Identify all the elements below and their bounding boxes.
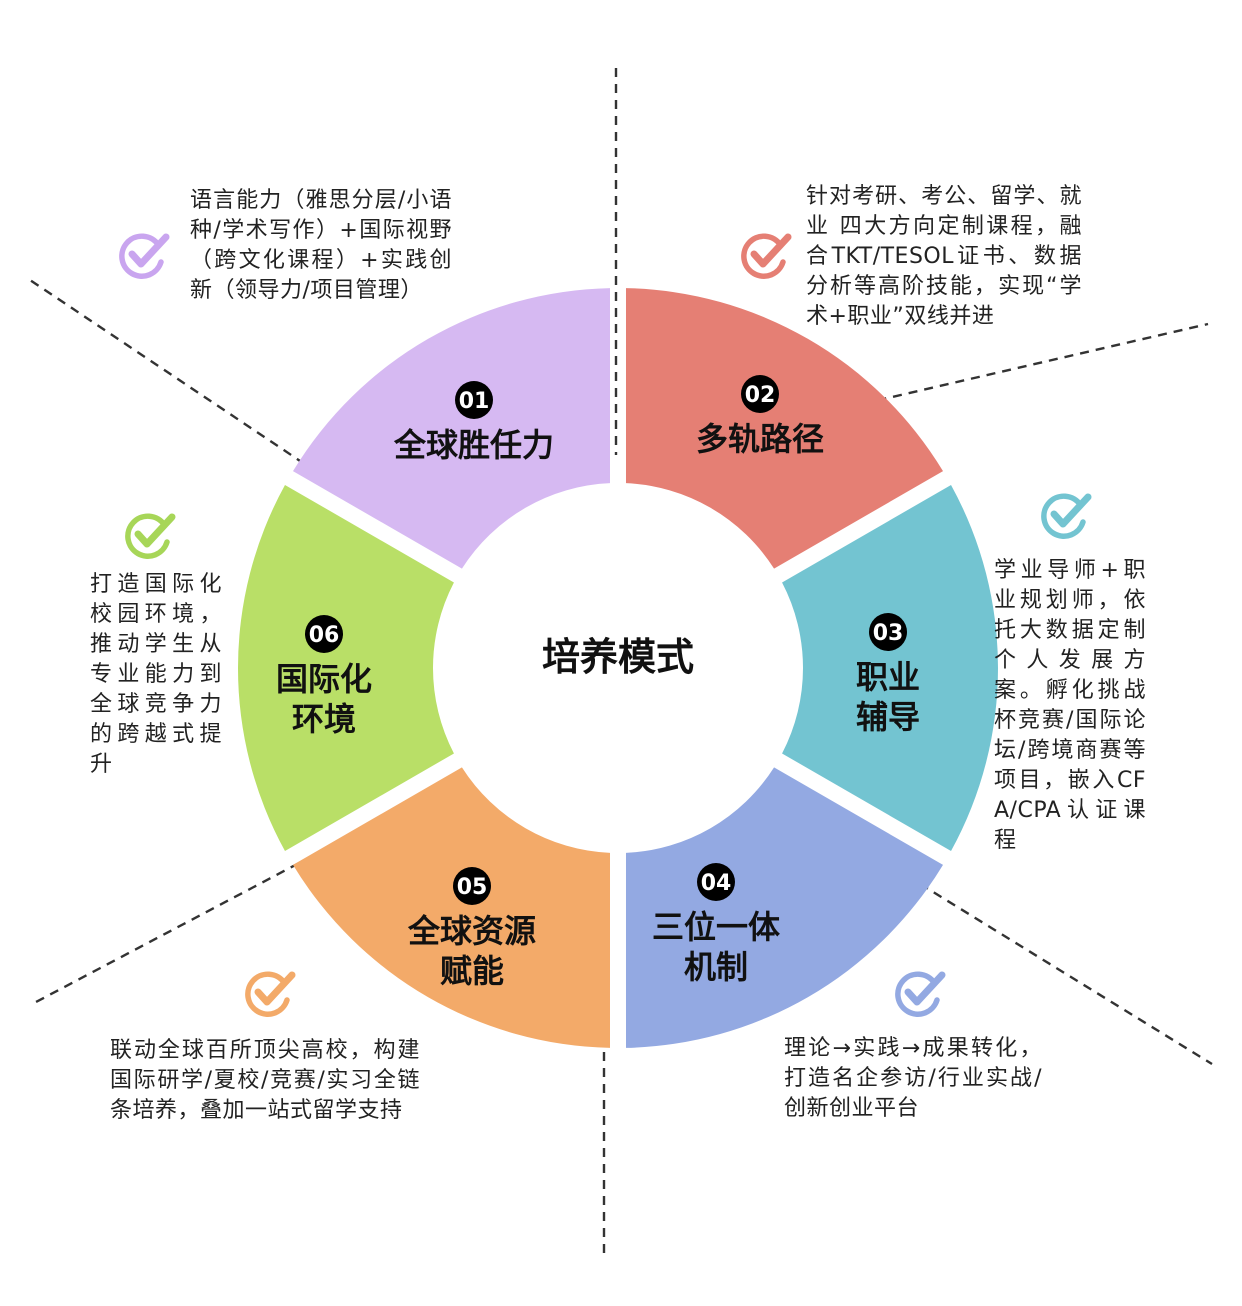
center-title: 培养模式: [542, 635, 694, 679]
check-icon: [1041, 493, 1092, 539]
description-04: 理论→实践→成果转化，打造名企参访/行业实战/创新创业平台: [784, 1036, 1042, 1121]
check-mark: [904, 971, 946, 1006]
check-mark: [128, 233, 170, 268]
description-06: 打造国际化校园环境，推动学生从专业能力到全球竞争力的跨越式提升: [90, 572, 222, 777]
segment-title: 全球胜任力: [393, 426, 554, 464]
segment-number: 04: [701, 871, 732, 896]
segment-title: 赋能: [440, 952, 504, 990]
check-circle: [1041, 493, 1086, 539]
description-01: 语言能力（雅思分层/小语种/学术写作）+国际视野（跨文化课程）+实践创新（领导力…: [190, 188, 452, 303]
description-02: 针对考研、考公、留学、就业 四大方向定制课程，融合TKT/TESOL证书、数据分…: [806, 184, 1082, 329]
segment-number: 05: [457, 875, 488, 900]
check-icons: [119, 233, 1092, 1017]
check-circle: [245, 971, 290, 1017]
segment-number: 01: [459, 389, 490, 414]
segment-shape: [238, 484, 454, 852]
segment-title: 环境: [292, 700, 356, 738]
check-mark: [134, 513, 176, 548]
number-badge: [455, 381, 493, 419]
segment-title: 多轨路径: [696, 420, 824, 458]
segment-title: 国际化: [276, 660, 372, 698]
check-circle: [741, 233, 786, 279]
check-circle: [895, 971, 940, 1017]
segment-title: 机制: [684, 948, 748, 986]
segment-number: 06: [309, 623, 340, 648]
segment-title: 辅导: [856, 698, 920, 736]
check-mark: [750, 233, 792, 268]
check-circle: [125, 513, 170, 559]
number-badge: [869, 613, 907, 651]
segment-number: 03: [873, 621, 904, 646]
segment-shape: [625, 767, 944, 1048]
segment-shape: [782, 484, 999, 852]
segment-shape: [625, 288, 944, 569]
number-badge: [697, 863, 735, 901]
number-badge: [453, 867, 491, 905]
segment-shape: [292, 767, 611, 1048]
segment-number: 02: [745, 383, 776, 408]
check-circle: [119, 233, 164, 279]
segment-title: 全球资源: [407, 912, 536, 950]
check-icon: [245, 971, 296, 1017]
segment-shape: [292, 288, 611, 569]
description-03: 学业导师+职业规划师，依托大数据定制个人发展方案。孵化挑战杯竞赛/国际论坛/跨境…: [994, 558, 1146, 853]
check-icon: [125, 513, 176, 559]
check-mark: [1050, 493, 1092, 528]
segment-title: 职业: [856, 658, 920, 696]
description-05: 联动全球百所顶尖高校，构建国际研学/夏校/竞赛/实习全链条培养，叠加一站式留学支…: [110, 1038, 420, 1123]
check-icon: [895, 971, 946, 1017]
ring-segment-01: 01 全球胜任力: [292, 288, 611, 569]
check-icon: [741, 233, 792, 279]
number-badge: [741, 375, 779, 413]
check-icon: [119, 233, 170, 279]
ring-segment-02: 02 多轨路径: [625, 288, 944, 569]
segment-title: 三位一体: [652, 908, 780, 946]
number-badge: [305, 615, 343, 653]
check-mark: [254, 971, 296, 1006]
